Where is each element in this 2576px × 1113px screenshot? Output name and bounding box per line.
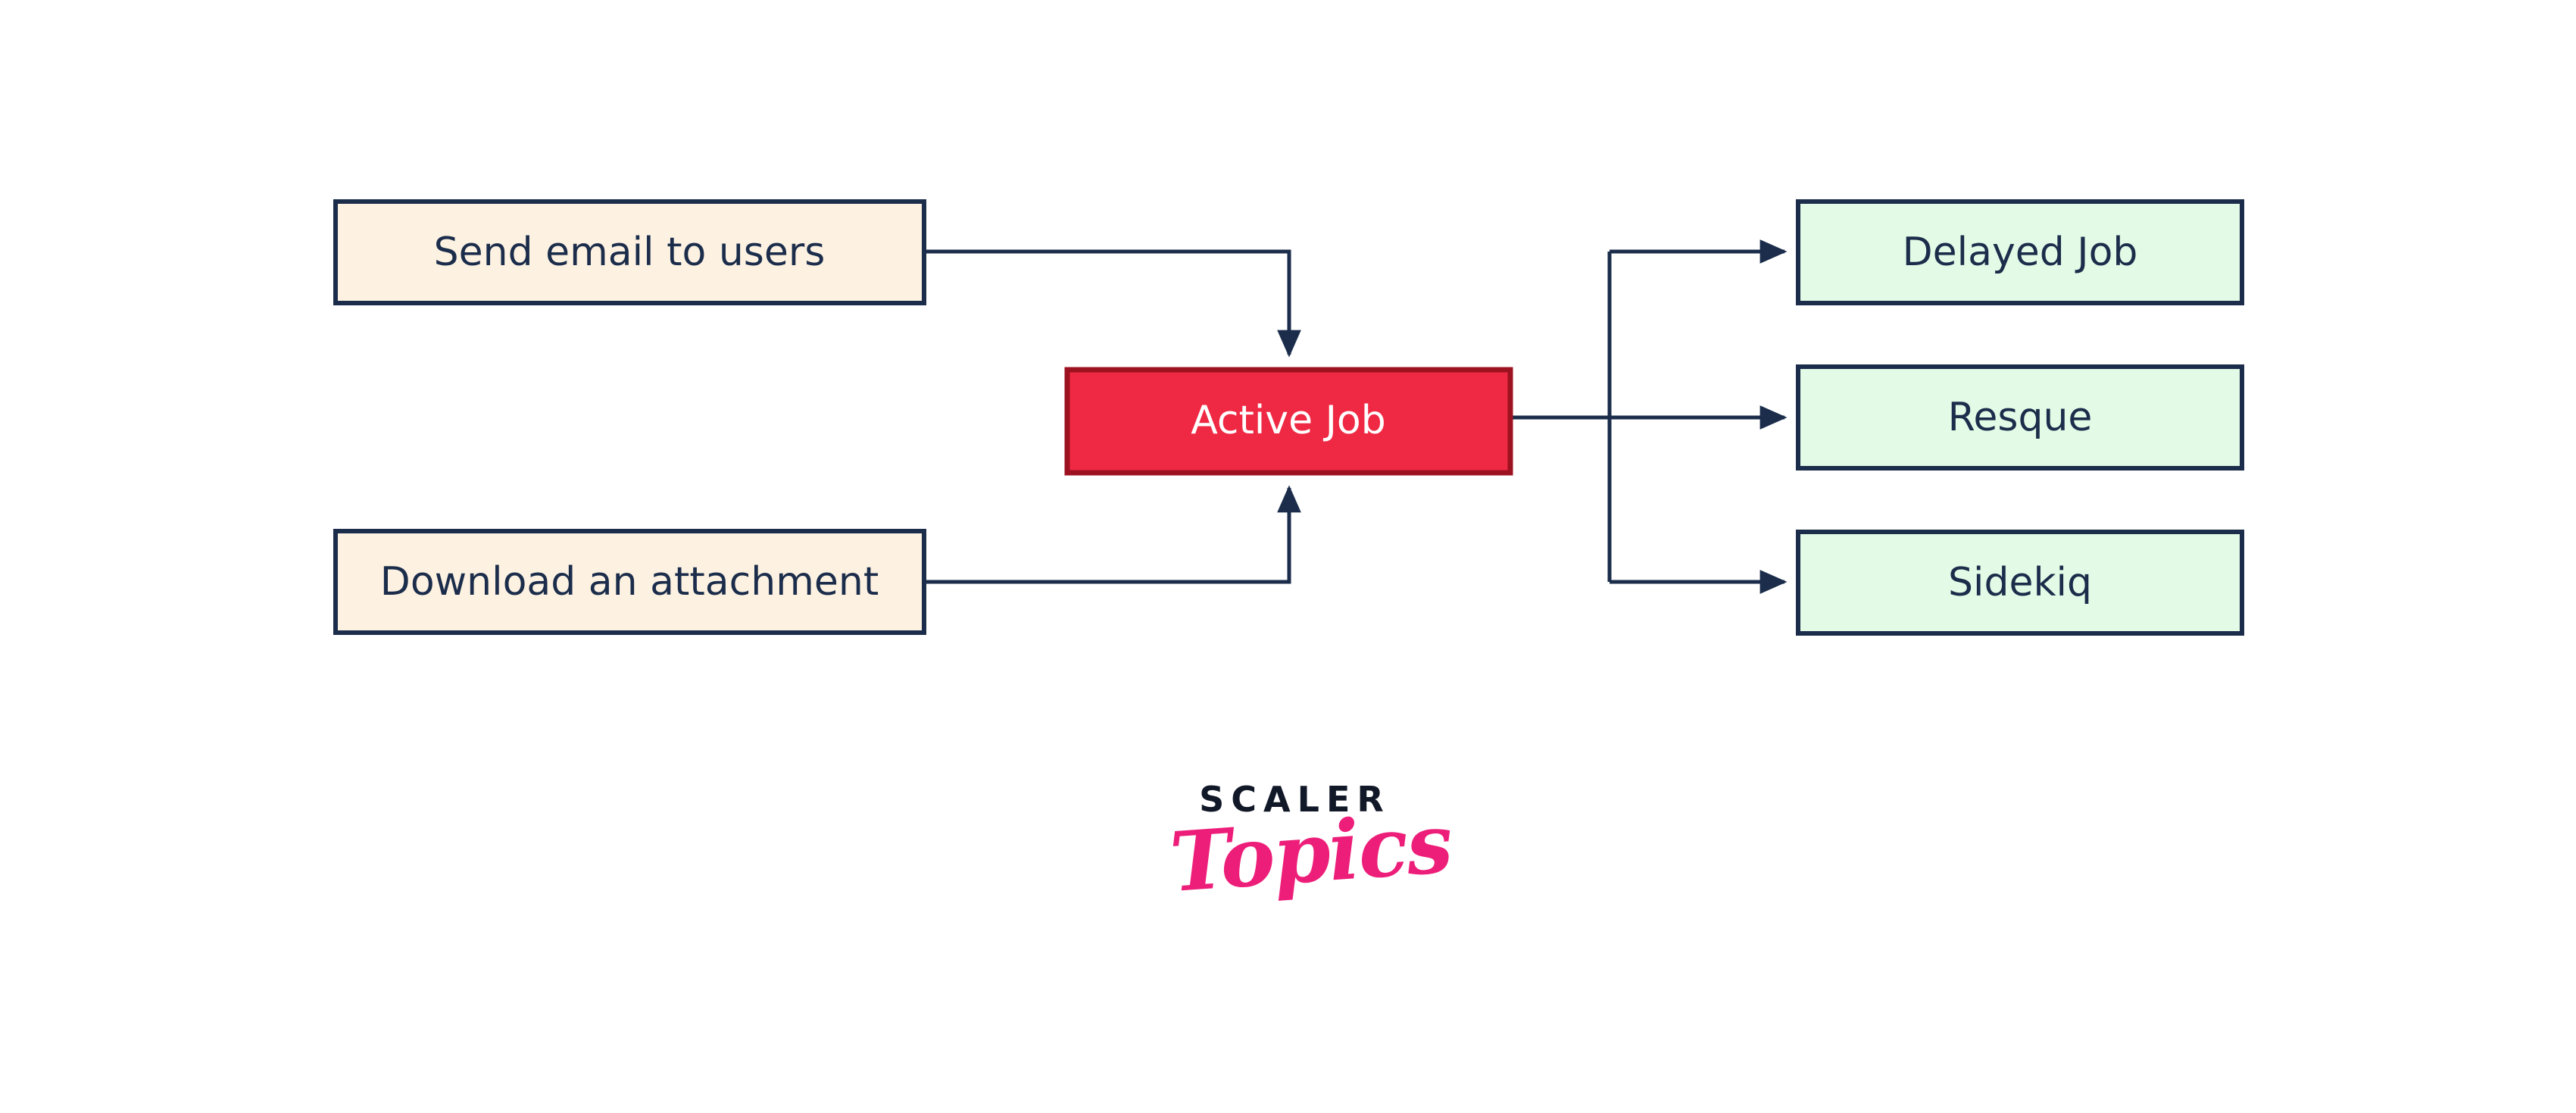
node-download-attachment[interactable]: Download an attachment <box>333 529 926 635</box>
node-sidekiq[interactable]: Sidekiq <box>1796 530 2244 636</box>
node-active-job[interactable]: Active Job <box>1064 367 1513 476</box>
node-delayed-job-label: Delayed Job <box>1903 230 2138 275</box>
edge-send-email-to-active-job <box>924 249 1301 358</box>
node-delayed-job[interactable]: Delayed Job <box>1796 199 2244 305</box>
node-resque-label: Resque <box>1948 395 2093 440</box>
node-sidekiq-box[interactable] <box>1796 530 2244 636</box>
node-resque-box[interactable] <box>1796 364 2244 471</box>
node-download-attachment-box[interactable] <box>333 529 926 635</box>
node-download-attachment-label: Download an attachment <box>380 559 879 605</box>
connector-layer <box>924 239 1788 594</box>
edge-download-attachment-to-active-job <box>924 485 1301 584</box>
node-sidekiq-label: Sidekiq <box>1948 560 2092 605</box>
logo-script: Topics <box>1166 796 1454 911</box>
node-send-email-label: Send email to users <box>434 230 826 275</box>
node-active-job-label: Active Job <box>1191 398 1386 443</box>
scaler-topics-logo: SCALER Topics <box>1166 779 1454 986</box>
node-send-email-box[interactable] <box>333 199 926 305</box>
node-send-email[interactable]: Send email to users <box>333 199 926 305</box>
node-delayed-job-box[interactable] <box>1796 199 2244 305</box>
logo-wordmark: SCALER <box>1199 779 1391 820</box>
node-resque[interactable]: Resque <box>1796 364 2244 471</box>
node-active-job-box[interactable] <box>1064 367 1513 476</box>
